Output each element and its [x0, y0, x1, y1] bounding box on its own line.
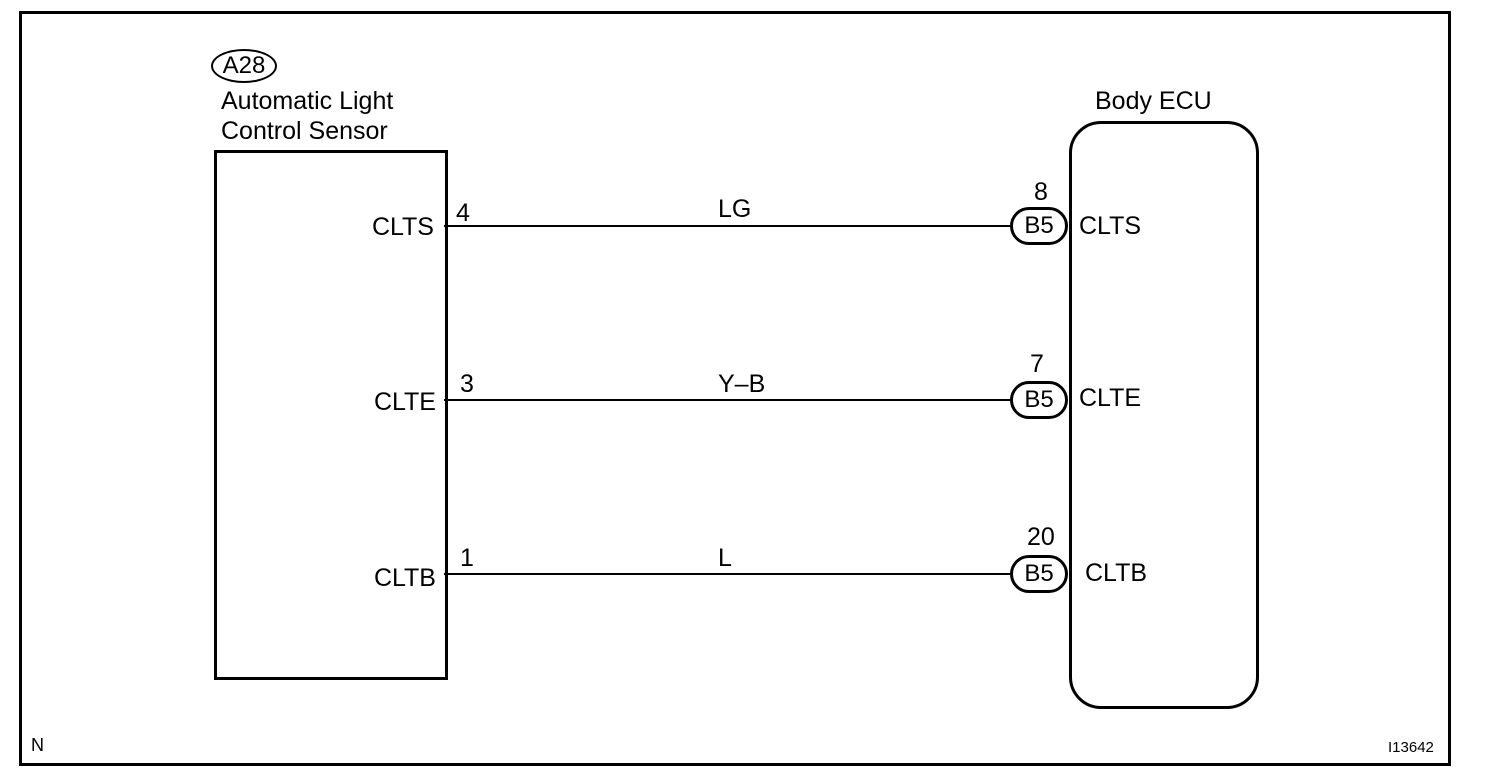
ecu-terminal-cltb: CLTB — [1085, 559, 1148, 587]
ecu-box — [1069, 121, 1259, 709]
connector-label: B5 — [1024, 560, 1054, 587]
wire-color-lg: LG — [718, 195, 752, 223]
sensor-terminal-clte: CLTE — [373, 388, 436, 416]
connector-label: B5 — [1024, 212, 1054, 239]
connector-b5-clte: B5 — [1010, 381, 1068, 419]
sensor-terminal-cltb: CLTB — [373, 564, 436, 592]
connector-b5-cltb: B5 — [1010, 555, 1068, 593]
sensor-pin-3: 3 — [460, 370, 474, 398]
sensor-pin-4: 4 — [456, 199, 470, 227]
ecu-pin-7: 7 — [1030, 350, 1044, 378]
ecu-terminal-clts: CLTS — [1079, 212, 1142, 240]
wire-clte — [444, 399, 1014, 401]
diagram-frame — [19, 11, 1451, 766]
sensor-name-line2: Control Sensor — [221, 117, 388, 145]
connector-b5-clts: B5 — [1010, 207, 1068, 245]
ecu-pin-20: 20 — [1027, 523, 1055, 551]
connector-label: B5 — [1024, 386, 1054, 413]
sensor-name-line1: Automatic Light — [221, 87, 394, 115]
ecu-pin-8: 8 — [1034, 178, 1048, 206]
corner-mark: N — [31, 735, 44, 755]
wire-clts — [444, 225, 1014, 227]
ecu-terminal-clte: CLTE — [1079, 384, 1142, 412]
sensor-terminal-clts: CLTS — [371, 213, 434, 241]
ecu-name: Body ECU — [1095, 87, 1212, 115]
wire-color-l: L — [718, 544, 732, 572]
figure-id: I13642 — [1388, 739, 1434, 756]
sensor-code-oval: A28 — [211, 49, 277, 83]
sensor-box — [214, 150, 448, 680]
sensor-code: A28 — [222, 52, 266, 79]
wire-color-y-b: Y–B — [718, 370, 766, 398]
wire-cltb — [444, 573, 1014, 575]
sensor-pin-1: 1 — [460, 544, 474, 572]
